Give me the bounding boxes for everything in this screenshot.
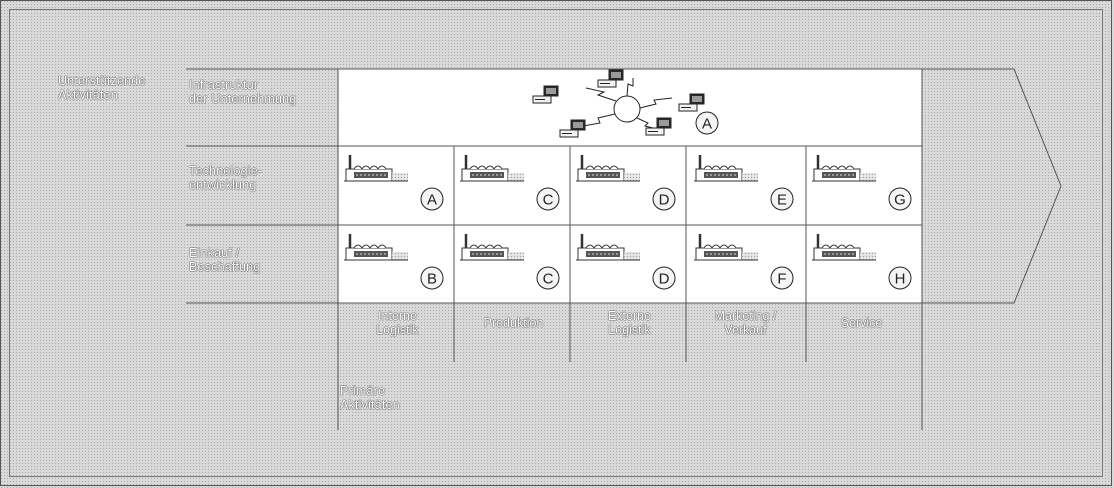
cell-letter: C: [543, 192, 554, 209]
cell-letter: G: [894, 192, 906, 209]
cell-letter: B: [427, 271, 437, 288]
cell-letter: D: [659, 271, 670, 288]
cell-letter: E: [777, 192, 787, 209]
value-chain-arrow: [922, 69, 1061, 303]
cell-letter: C: [543, 271, 554, 288]
cell-letter: D: [659, 192, 670, 209]
cell-letter: F: [777, 271, 786, 288]
cell-letter: A: [427, 192, 437, 209]
infra-letter: A: [702, 116, 712, 133]
cell-letter: H: [895, 271, 906, 288]
